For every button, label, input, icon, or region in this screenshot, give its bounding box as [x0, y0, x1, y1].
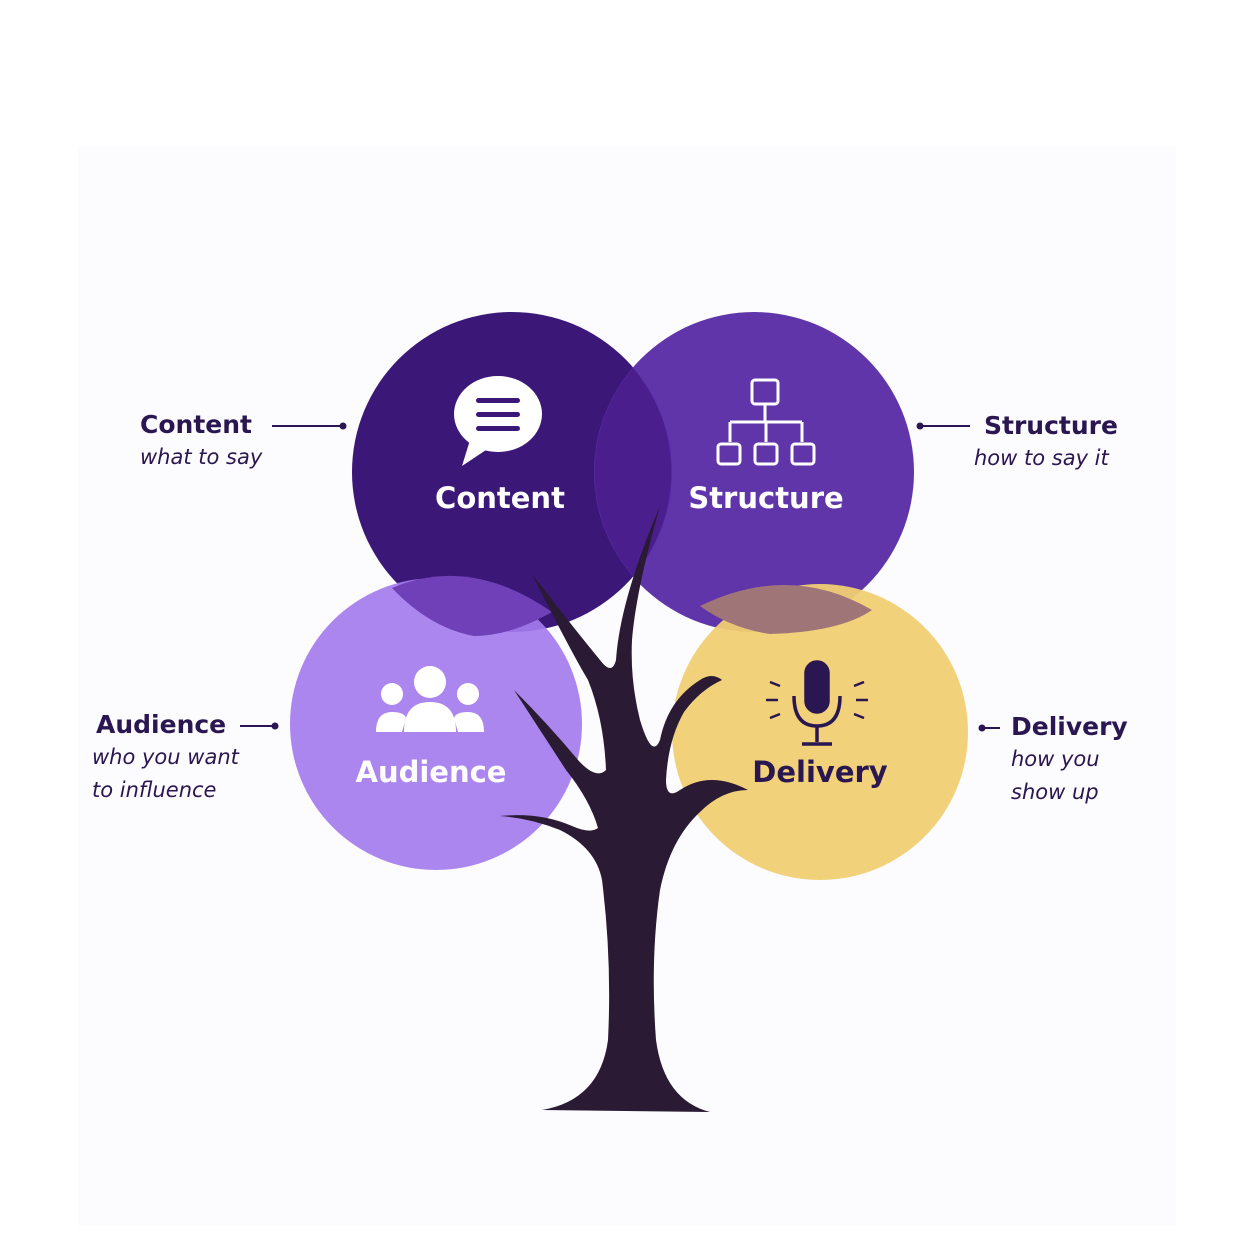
- structure-circle: [594, 312, 914, 632]
- audience-circle-label: Audience: [355, 755, 507, 789]
- content-structure-overlap: [594, 368, 672, 576]
- content-callout-subtitle: what to say: [140, 445, 263, 469]
- content-circle: [352, 312, 672, 632]
- tree-icon: [500, 506, 748, 1112]
- content-connector-dot: [339, 422, 347, 430]
- delivery-callout-subtitle: how you show up: [1011, 747, 1100, 804]
- structure-callout-title: Structure: [984, 411, 1118, 440]
- microphone-icon: [766, 660, 868, 746]
- content-callout-title: Content: [140, 410, 252, 439]
- structure-connector-dot: [916, 422, 924, 430]
- content-audience-overlap: [392, 575, 552, 636]
- structure-callout-subtitle: how to say it: [974, 446, 1109, 470]
- structure-delivery-overlap: [700, 584, 872, 634]
- delivery-circle-label: Delivery: [752, 755, 888, 789]
- delivery-callout-title: Delivery: [1011, 712, 1128, 741]
- audience-callout-title: Audience: [96, 710, 227, 739]
- content-callout: Content what to say: [140, 409, 262, 474]
- audience-callout-subtitle: who you want to influence: [92, 745, 239, 802]
- delivery-connector-dot: [978, 724, 986, 732]
- audience-callout: Audience who you want to influence: [92, 709, 239, 807]
- structure-callout: Structure how to say it: [974, 410, 1118, 475]
- people-group-icon: [376, 666, 484, 732]
- audience-connector-dot: [271, 722, 279, 730]
- delivery-circle: [672, 584, 968, 880]
- content-circle-label: Content: [435, 481, 565, 515]
- speech-bubble-icon: [454, 376, 542, 466]
- delivery-callout: Delivery how you show up: [1011, 711, 1128, 809]
- structure-circle-label: Structure: [688, 481, 844, 515]
- org-chart-icon: [716, 378, 816, 466]
